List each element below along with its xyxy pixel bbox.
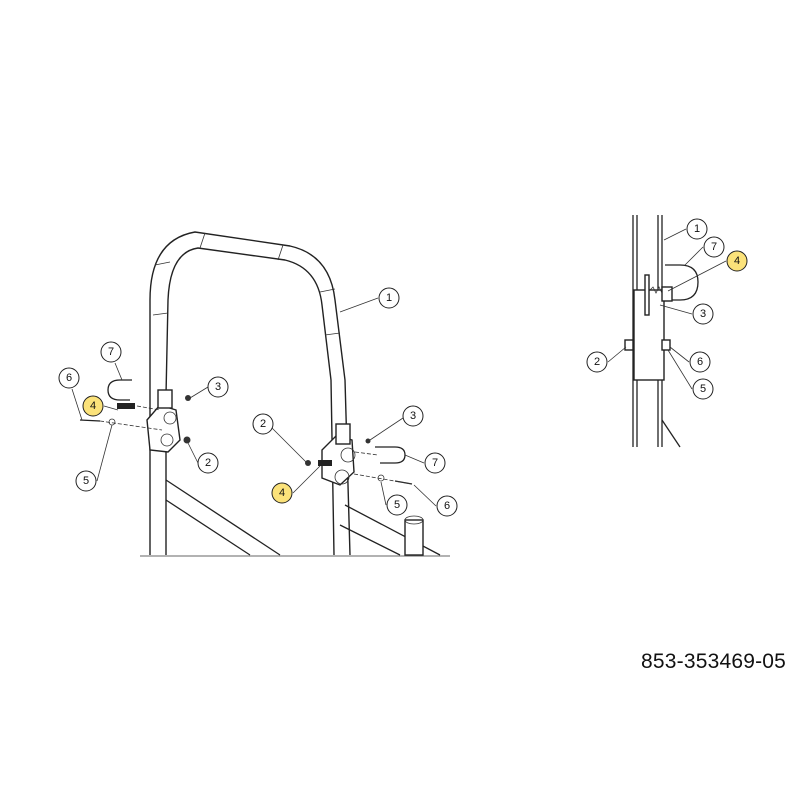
svg-text:1: 1 — [386, 292, 392, 304]
svg-text:6: 6 — [66, 372, 72, 384]
callout-6-right: 6 — [436, 495, 458, 517]
svg-text:4: 4 — [734, 255, 740, 267]
callout-4-right-highlighted: 4 — [271, 482, 293, 504]
svg-text:3: 3 — [410, 410, 416, 422]
detail-callout-5: 5 — [692, 378, 714, 400]
svg-text:5: 5 — [700, 383, 706, 395]
callout-2-left: 2 — [197, 452, 219, 474]
detail-callout-2: 2 — [586, 351, 608, 373]
svg-text:5: 5 — [394, 499, 400, 511]
svg-text:2: 2 — [260, 418, 266, 430]
leader-lines — [71, 228, 727, 507]
svg-text:7: 7 — [108, 346, 114, 358]
detail-callout-6: 6 — [689, 351, 711, 373]
svg-text:7: 7 — [711, 241, 717, 253]
callout-7-right: 7 — [424, 452, 446, 474]
callout-3-left: 3 — [207, 376, 229, 398]
svg-text:3: 3 — [700, 308, 706, 320]
side-detail-view — [624, 215, 699, 448]
callout-7-left: 7 — [100, 341, 122, 363]
callout-1: 1 — [378, 287, 400, 309]
svg-text:4: 4 — [279, 487, 285, 499]
svg-text:2: 2 — [594, 356, 600, 368]
callout-3-right: 3 — [402, 405, 424, 427]
detail-callout-1: 1 — [686, 218, 708, 240]
svg-text:6: 6 — [697, 356, 703, 368]
roll-bar-frame — [79, 231, 450, 557]
part-number-label: 853-353469-05 — [641, 650, 787, 673]
callout-4-left-highlighted: 4 — [82, 395, 104, 417]
svg-text:2: 2 — [205, 457, 211, 469]
detail-callout-4-highlighted: 4 — [726, 250, 748, 272]
detail-callout-3: 3 — [692, 303, 714, 325]
callout-6-left: 6 — [58, 367, 80, 389]
svg-text:1: 1 — [694, 223, 700, 235]
svg-text:4: 4 — [90, 400, 96, 412]
svg-text:5: 5 — [83, 475, 89, 487]
callout-2-right: 2 — [252, 413, 274, 435]
svg-text:6: 6 — [444, 500, 450, 512]
svg-text:3: 3 — [215, 381, 221, 393]
svg-text:7: 7 — [432, 457, 438, 469]
callout-5-left: 5 — [75, 470, 97, 492]
callout-5-right: 5 — [386, 494, 408, 516]
detail-callout-7: 7 — [703, 236, 725, 258]
